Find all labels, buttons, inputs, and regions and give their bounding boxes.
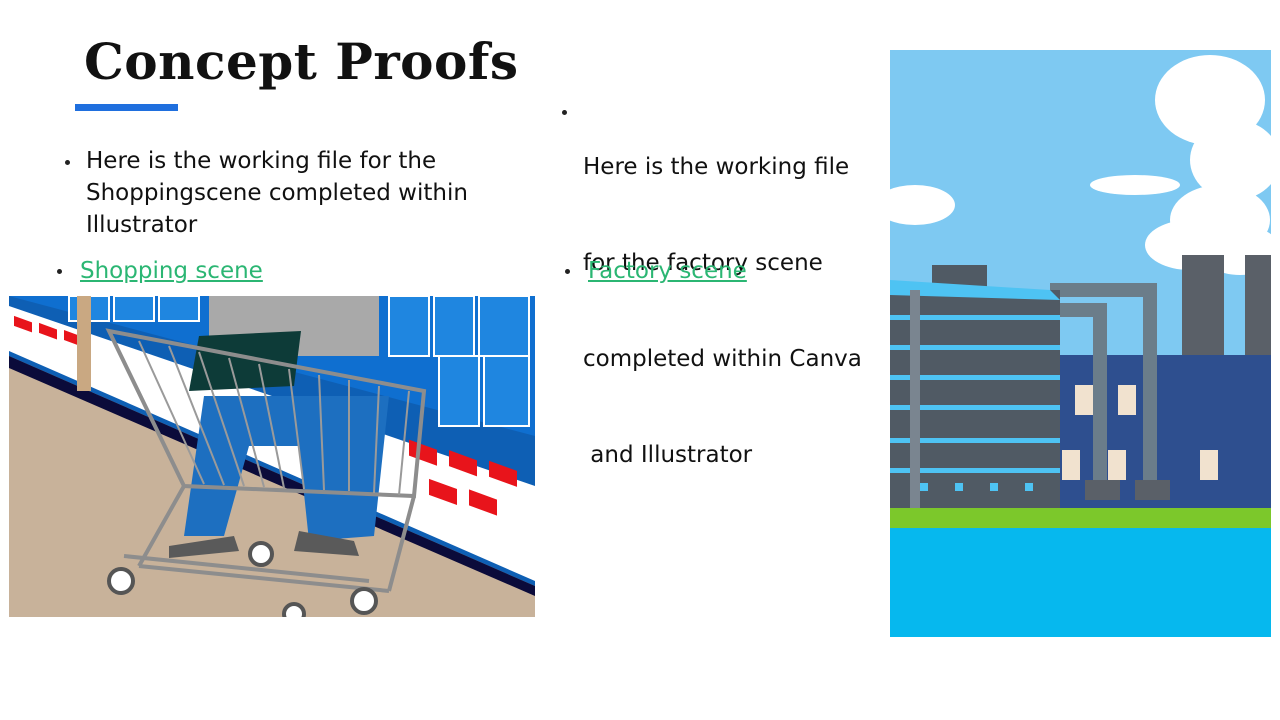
shopping-link-dot	[57, 269, 62, 274]
right-bullet-text: Here is the working file for the factory…	[583, 87, 883, 535]
slide-title: Concept Proofs	[84, 32, 519, 91]
right-bullet-line-4: and Illustrator	[583, 442, 753, 468]
title-accent-bar	[75, 104, 178, 111]
right-bullet-line-2: for the factory scene	[583, 250, 823, 276]
left-bullet-dot	[65, 160, 70, 165]
right-bullet-line-1: Here is the working file	[583, 154, 850, 180]
left-bullet-line-2: Shoppingscene completed within	[86, 180, 468, 206]
left-bullet-line-1: Here is the working file for the	[86, 148, 437, 174]
factory-link-row: Factory scene	[565, 256, 825, 286]
factory-scene-image	[890, 50, 1271, 637]
shopping-scene-image	[9, 296, 535, 617]
right-bullet-line-3: completed within Canva	[583, 346, 862, 372]
shopping-scene-link[interactable]: Shopping scene	[80, 258, 263, 284]
shopping-link-row: Shopping scene	[57, 256, 317, 286]
factory-scene-link[interactable]: Factory scene	[588, 258, 747, 284]
right-bullet-dot	[562, 110, 567, 115]
left-bullet-line-3: Illustrator	[86, 212, 198, 238]
factory-link-dot	[565, 269, 570, 274]
factory-illustration-svg	[890, 50, 1271, 637]
left-bullet-text: Here is the working file for the Shoppin…	[86, 145, 516, 241]
shopping-illustration-svg	[9, 296, 535, 617]
